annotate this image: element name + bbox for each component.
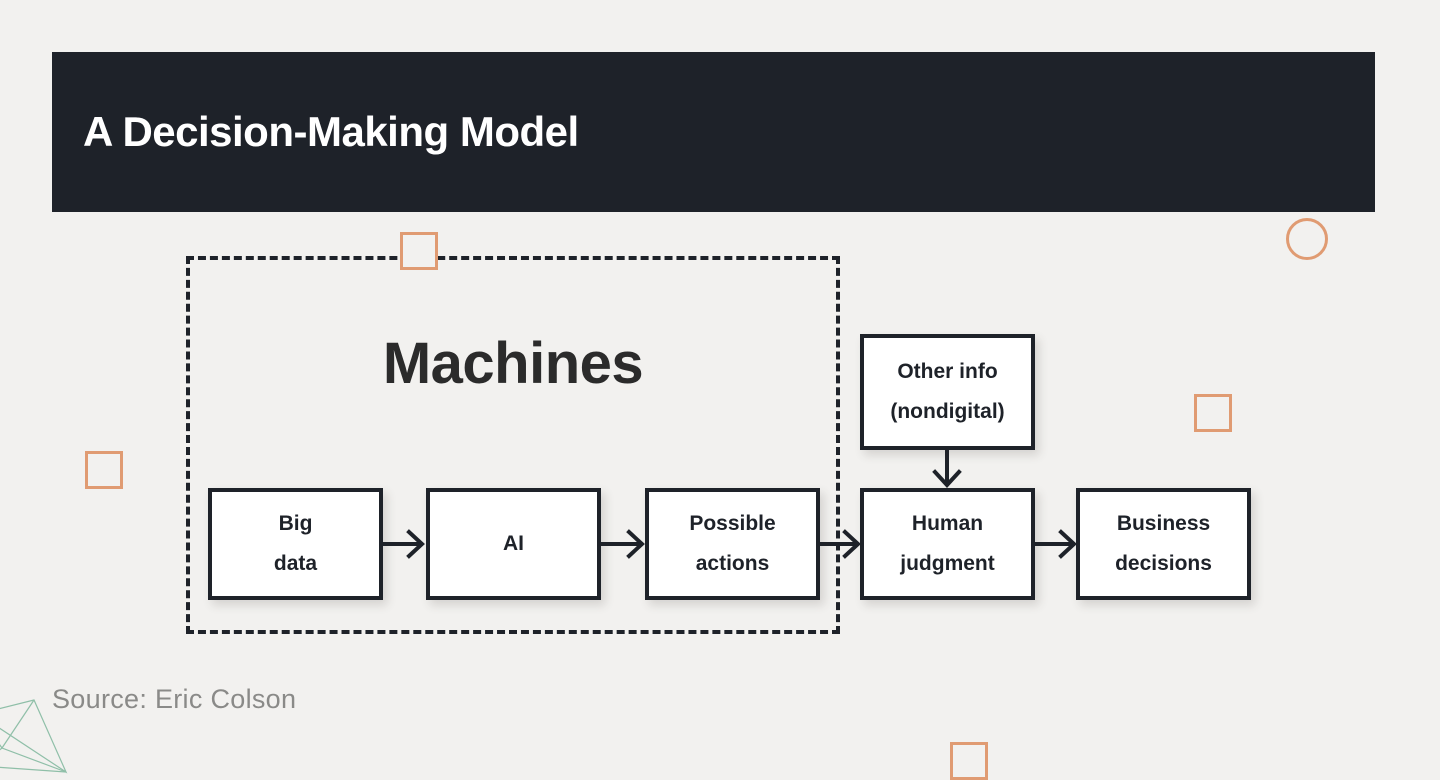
node-big-data[interactable]: Big data — [208, 488, 383, 600]
node-other-info-line2: (nondigital) — [890, 400, 1005, 423]
decorative-square-left — [85, 451, 123, 489]
arrow-down-icon-other-info-to-human-judgment — [931, 448, 965, 490]
decorative-square-right — [1194, 394, 1232, 432]
node-other-info-line1: Other info — [897, 360, 998, 384]
node-human-judgment-label: Human judgment — [894, 504, 1001, 584]
node-possible-actions-label: Possible actions — [683, 504, 781, 584]
arrow-right-icon-possible-actions-to-human-judgment — [817, 527, 863, 561]
arrow-right-icon-human-judgment-to-business-decisions — [1033, 527, 1079, 561]
node-big-data-line2: data — [273, 552, 318, 575]
node-human-judgment-line1: Human — [911, 512, 984, 536]
node-big-data-label: Big data — [268, 504, 323, 584]
node-other-info-label: Other info (nondigital) — [884, 352, 1010, 432]
node-possible-actions-line2: actions — [695, 552, 770, 575]
machines-group-label: Machines — [382, 331, 644, 396]
page-title: A Decision-Making Model — [83, 108, 579, 155]
node-business-decisions-label: Business decisions — [1109, 504, 1218, 584]
node-possible-actions[interactable]: Possible actions — [645, 488, 820, 600]
node-business-decisions-line1: Business — [1116, 512, 1211, 536]
arrow-right-icon-ai-to-possible-actions — [599, 527, 647, 561]
node-business-decisions[interactable]: Business decisions — [1076, 488, 1251, 600]
node-ai-label: AI — [503, 532, 524, 556]
decorative-square-bottom — [950, 742, 988, 780]
node-possible-actions-line1: Possible — [689, 512, 776, 536]
node-ai[interactable]: AI — [426, 488, 601, 600]
decorative-circle-icon — [1286, 218, 1328, 260]
arrow-right-icon-big-data-to-ai — [381, 527, 427, 561]
slide-header-bar: A Decision-Making Model — [52, 52, 1375, 212]
node-other-info[interactable]: Other info (nondigital) — [860, 334, 1035, 450]
node-big-data-line1: Big — [278, 512, 313, 536]
node-human-judgment-line2: judgment — [900, 552, 995, 575]
machines-group-region — [186, 256, 840, 634]
node-human-judgment[interactable]: Human judgment — [860, 488, 1035, 600]
source-caption: Source: Eric Colson — [52, 684, 297, 714]
node-business-decisions-line2: decisions — [1115, 552, 1212, 575]
